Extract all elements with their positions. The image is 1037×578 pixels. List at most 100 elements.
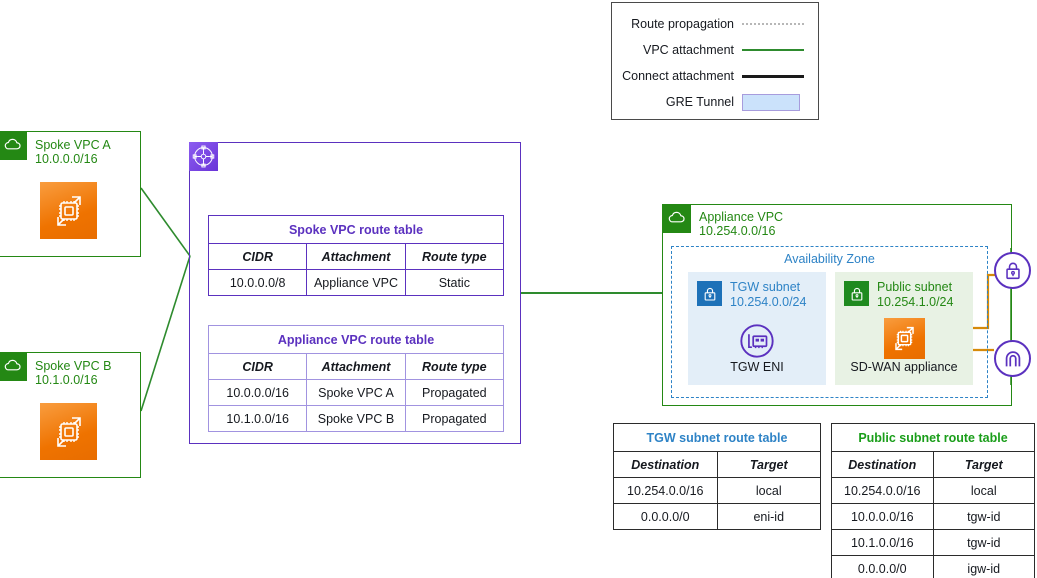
- cell-target: tgw-id: [932, 503, 1035, 530]
- table-header-row: CIDR Attachment Route type: [207, 243, 505, 270]
- table-row: 10.254.0.0/16 local: [831, 477, 1035, 504]
- table-row: 10.254.0.0/16 local: [613, 477, 821, 504]
- column-header-destination: Destination: [613, 451, 718, 478]
- sd-wan-appliance-caption: SD-WAN appliance: [850, 360, 958, 374]
- table-title: TGW subnet route table: [613, 423, 821, 452]
- availability-zone-group: Availability Zone TGW subnet 10.254.0.0/…: [671, 246, 988, 398]
- line-spoke-b-to-tgw: [140, 255, 191, 412]
- line-spoke-a-to-tgw: [140, 187, 191, 257]
- column-header-attachment: Attachment: [306, 353, 406, 380]
- cell-route-type: Propagated: [404, 405, 505, 432]
- tgw-subnet-group: TGW subnet 10.254.0.0/24 TGW ENI: [688, 272, 826, 385]
- legend-swatch-green-line: [742, 49, 804, 51]
- public-subnet-route-table: Public subnet route table Destination Ta…: [831, 423, 1035, 578]
- cell-route-type: Propagated: [404, 379, 505, 406]
- cell-target: tgw-id: [932, 529, 1035, 556]
- spoke-vpc-a-cidr: 10.0.0.0/16: [35, 152, 98, 166]
- appliance-vpc-route-table: Appliance VPC route table CIDR Attachmen…: [207, 325, 505, 432]
- public-subnet-name: Public subnet: [877, 280, 953, 294]
- cell-destination: 0.0.0.0/0: [613, 503, 718, 530]
- spoke-vpc-b-cidr: 10.1.0.0/16: [35, 373, 98, 387]
- appliance-vpc-name: Appliance VPC: [699, 210, 784, 224]
- cell-cidr: 10.0.0.0/16: [207, 379, 308, 406]
- vpn-lock-icon: [994, 252, 1031, 289]
- legend-label: GRE Tunnel: [665, 95, 734, 109]
- table-title: Public subnet route table: [831, 423, 1035, 452]
- spoke-vpc-a-group: Spoke VPC A 10.0.0.0/16: [0, 131, 141, 257]
- spoke-vpc-b-group: Spoke VPC B 10.1.0.0/16: [0, 352, 141, 478]
- tgw-eni-caption: TGW ENI: [730, 360, 784, 374]
- appliance-vpc-group: Appliance VPC 10.254.0.0/16 Availability…: [662, 204, 1012, 406]
- legend-swatch-gre-box: [742, 93, 804, 111]
- vpc-cloud-icon: [662, 204, 691, 233]
- table-title-row: TGW subnet route table: [613, 423, 821, 452]
- table-row: 10.1.0.0/16 Spoke VPC B Propagated: [207, 405, 505, 432]
- column-header-destination: Destination: [831, 451, 934, 478]
- cell-target: local: [716, 477, 821, 504]
- cell-destination: 10.0.0.0/16: [831, 503, 934, 530]
- legend-label: VPC attachment: [642, 43, 734, 57]
- table-row: 10.0.0.0/16 Spoke VPC A Propagated: [207, 379, 505, 406]
- public-subnet-label: Public subnet 10.254.1.0/24: [877, 280, 953, 309]
- column-header-route-type: Route type: [404, 353, 505, 380]
- table-title-row: Public subnet route table: [831, 423, 1035, 452]
- column-header-target: Target: [932, 451, 1035, 478]
- column-header-cidr: CIDR: [207, 353, 308, 380]
- table-row: 10.0.0.0/16 tgw-id: [831, 503, 1035, 530]
- public-subnet-cidr: 10.254.1.0/24: [877, 294, 954, 309]
- appliance-vpc-cidr: 10.254.0.0/16: [699, 224, 776, 238]
- column-header-route-type: Route type: [404, 243, 505, 270]
- table-row: 0.0.0.0/0 igw-id: [831, 555, 1035, 578]
- cell-attachment: Spoke VPC A: [306, 379, 406, 406]
- legend-label: Connect attachment: [622, 69, 734, 83]
- vpc-cloud-icon: [0, 131, 27, 160]
- cell-target: eni-id: [716, 503, 821, 530]
- ec2-instances-icon: [40, 182, 97, 239]
- site-to-site-tunnel-icon: [994, 340, 1031, 377]
- table-title: Spoke VPC route table: [208, 215, 504, 244]
- table-header-row: Destination Target: [613, 451, 821, 478]
- column-header-attachment: Attachment: [306, 243, 406, 270]
- legend-swatch-dotted: [742, 23, 804, 25]
- table-header-row: CIDR Attachment Route type: [207, 353, 505, 380]
- cell-attachment: Appliance VPC: [306, 269, 406, 296]
- spoke-vpc-a-title: Spoke VPC A 10.0.0.0/16: [35, 138, 111, 166]
- table-title-row: Spoke VPC route table: [208, 215, 504, 244]
- column-header-cidr: CIDR: [207, 243, 308, 270]
- cell-destination: 0.0.0.0/0: [831, 555, 934, 578]
- cell-target: local: [932, 477, 1035, 504]
- ec2-instances-icon: [884, 318, 925, 359]
- legend-label: Route propagation: [631, 17, 734, 31]
- spoke-vpc-route-table: Spoke VPC route table CIDR Attachment Ro…: [207, 215, 505, 296]
- cell-destination: 10.1.0.0/16: [831, 529, 934, 556]
- column-header-target: Target: [716, 451, 821, 478]
- legend-panel: Route propagation VPC attachment Connect…: [611, 2, 819, 120]
- appliance-vpc-title: Appliance VPC 10.254.0.0/16: [699, 210, 783, 238]
- public-subnet-group: Public subnet 10.254.1.0/24: [835, 272, 973, 385]
- cell-cidr: 10.0.0.0/8: [207, 269, 308, 296]
- legend-item-route-propagation: Route propagation: [612, 11, 818, 37]
- cell-route-type: Static: [404, 269, 505, 296]
- transit-gateway-icon: [189, 142, 218, 171]
- tgw-subnet-name: TGW subnet: [730, 280, 801, 294]
- table-row: 0.0.0.0/0 eni-id: [613, 503, 821, 530]
- legend-item-connect-attachment: Connect attachment: [612, 63, 818, 89]
- spoke-vpc-b-name: Spoke VPC B: [35, 359, 112, 373]
- transit-gateway-group: Spoke VPC route table CIDR Attachment Ro…: [189, 142, 521, 444]
- table-row: 10.0.0.0/8 Appliance VPC Static: [207, 269, 505, 296]
- vpc-cloud-icon: [0, 352, 27, 381]
- tgw-subnet-route-table: TGW subnet route table Destination Targe…: [613, 423, 821, 530]
- ec2-instances-icon: [40, 403, 97, 460]
- table-row: 10.1.0.0/16 tgw-id: [831, 529, 1035, 556]
- legend-swatch-black-line: [742, 74, 804, 78]
- cell-destination: 10.254.0.0/16: [613, 477, 718, 504]
- cell-destination: 10.254.0.0/16: [831, 477, 934, 504]
- private-subnet-icon: [697, 281, 722, 306]
- public-subnet-icon: [844, 281, 869, 306]
- spoke-vpc-b-title: Spoke VPC B 10.1.0.0/16: [35, 359, 111, 387]
- legend-item-vpc-attachment: VPC attachment: [612, 37, 818, 63]
- network-interface-icon: [738, 322, 776, 360]
- cell-attachment: Spoke VPC B: [306, 405, 406, 432]
- table-title: Appliance VPC route table: [208, 325, 504, 354]
